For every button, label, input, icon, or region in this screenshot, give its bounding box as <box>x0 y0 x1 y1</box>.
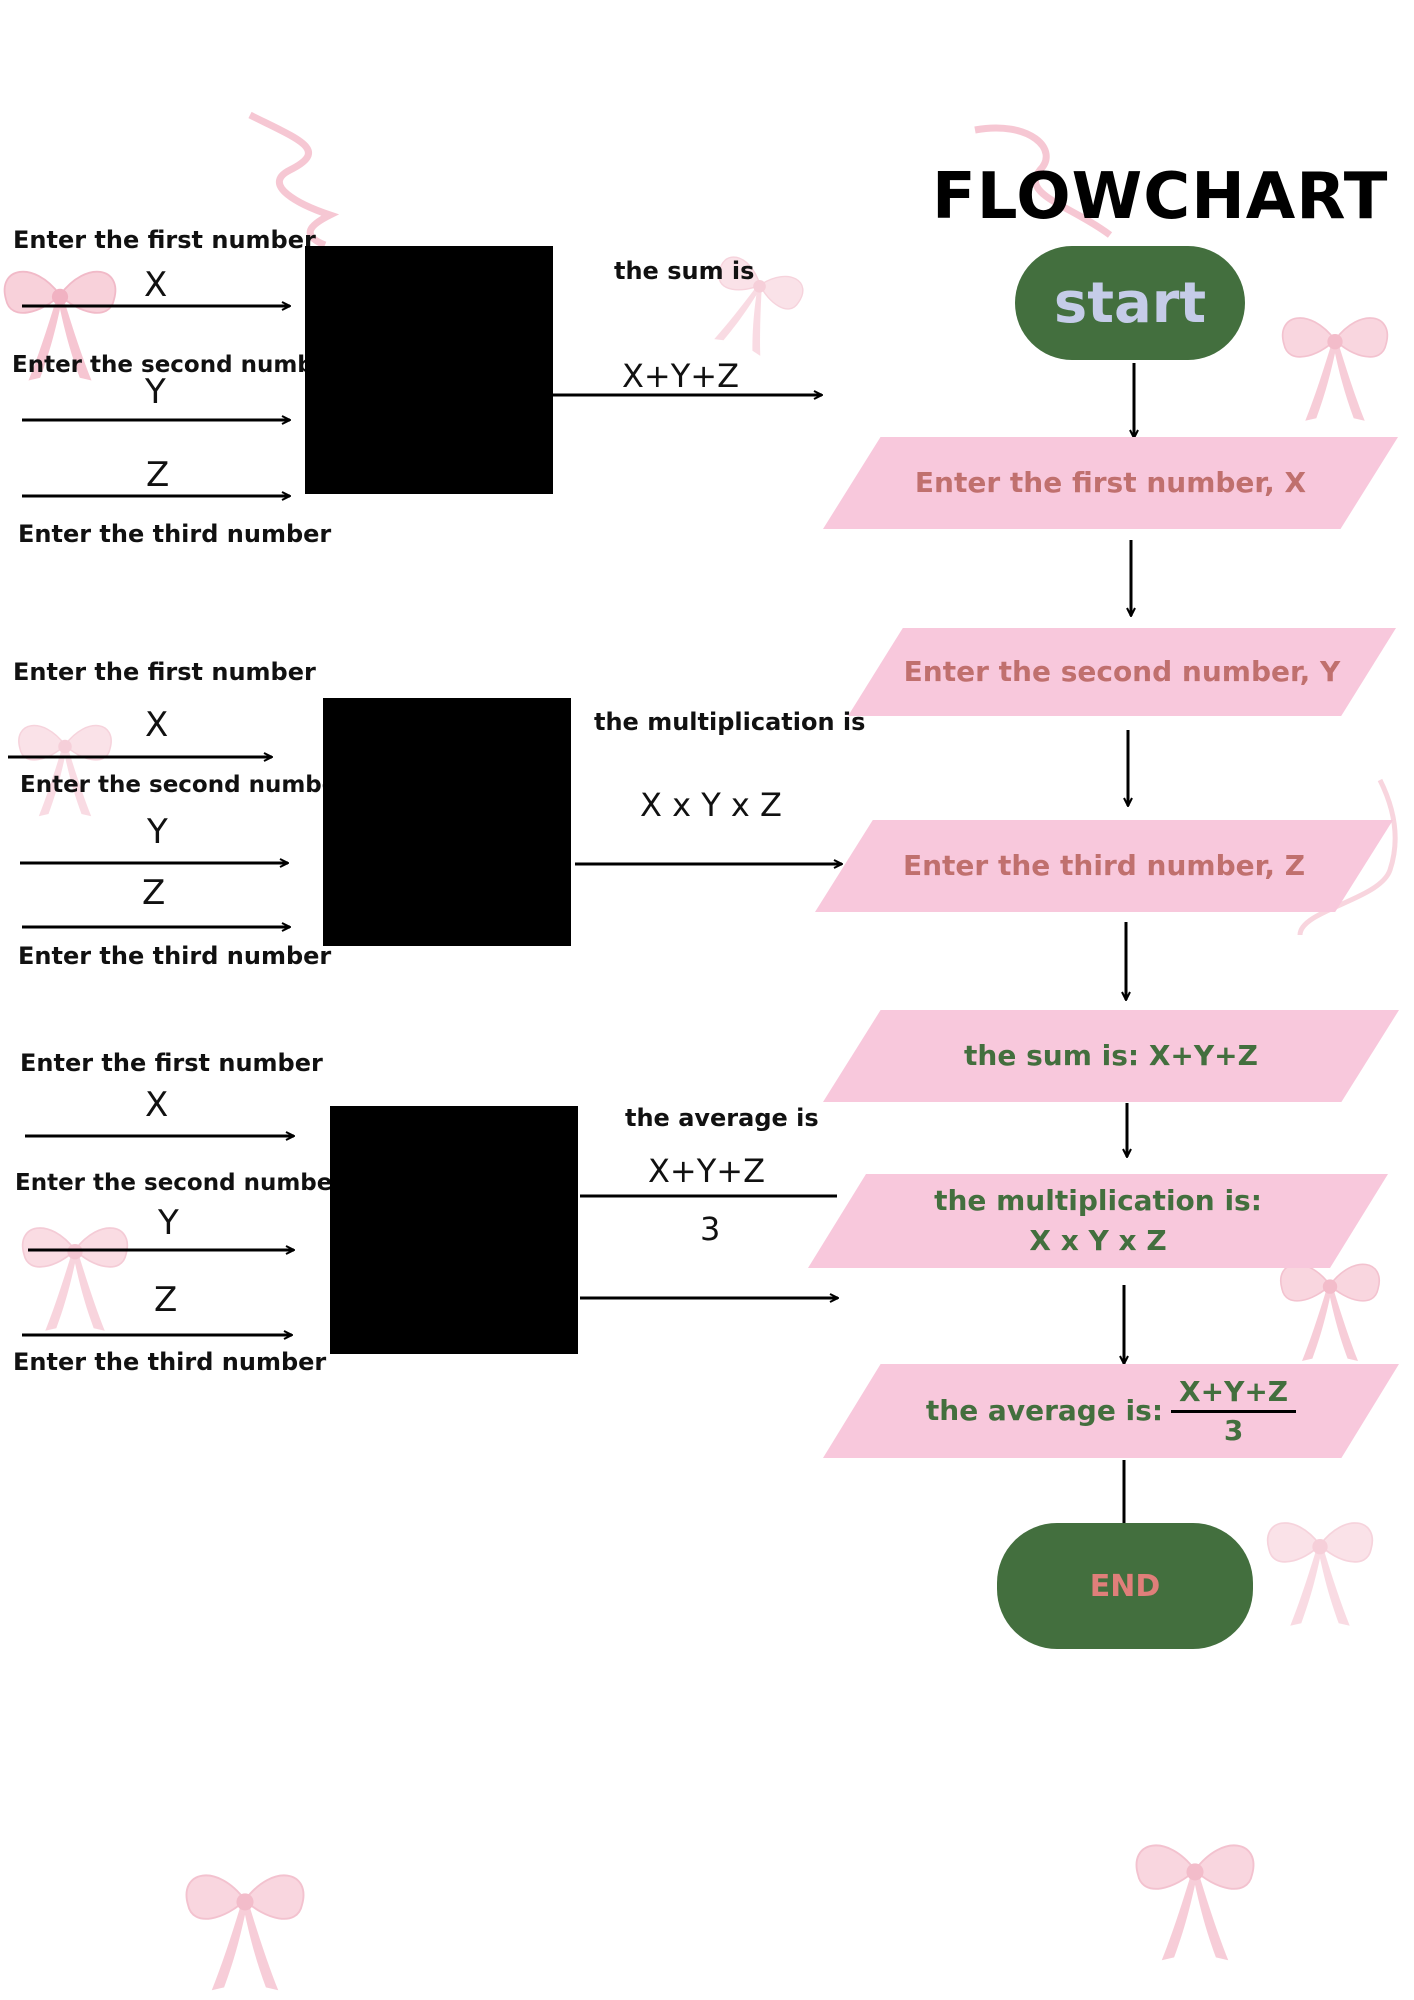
output-denominator: 3 <box>700 1210 721 1248</box>
output-step-multiplication-value: X x Y x Z <box>1029 1224 1167 1257</box>
bow-ribbon-icon <box>21 1227 129 1332</box>
variable-z: Z <box>142 873 166 913</box>
process-box-sum <box>305 246 553 494</box>
ribbon-decoration <box>974 124 1113 238</box>
output-step-sum: the sum is: X+Y+Z <box>823 1010 1399 1102</box>
output-step-average: the average is: X+Y+Z 3 <box>823 1364 1399 1458</box>
output-value-multiplication: X x Y x Z <box>640 786 782 824</box>
input-label-third: Enter the third number <box>18 520 332 548</box>
input-label-second: Enter the second number <box>12 352 341 378</box>
ribbon-decoration <box>1297 778 1398 936</box>
bow-ribbon-icon <box>1266 1522 1374 1627</box>
bow-ribbon-icon <box>185 1874 305 1992</box>
variable-x: X <box>145 1085 169 1125</box>
bow-ribbon-icon <box>1279 1263 1381 1362</box>
output-numerator: X+Y+Z <box>648 1152 766 1190</box>
variable-z: Z <box>154 1280 178 1320</box>
page-title: FLOWCHART <box>932 160 1389 234</box>
input-label-first: Enter the first number <box>13 226 316 254</box>
variable-x: X <box>144 265 168 305</box>
output-step-average-label: the average is: <box>925 1394 1164 1427</box>
variable-y: Y <box>145 372 166 412</box>
input-label-third: Enter the third number <box>18 942 332 970</box>
ribbon-decoration <box>248 111 340 249</box>
variable-z: Z <box>146 455 170 495</box>
variable-y: Y <box>147 812 168 852</box>
output-step-multiplication-label: the multiplication is: <box>934 1184 1262 1217</box>
input-step-first: Enter the first number, X <box>823 437 1398 529</box>
output-label-sum: the sum is <box>614 257 755 285</box>
input-label-second: Enter the second number <box>20 772 349 798</box>
output-label-average: the average is <box>625 1104 819 1132</box>
output-step-multiplication: the multiplication is: X x Y x Z <box>808 1174 1388 1268</box>
input-label-first: Enter the first number <box>20 1049 323 1077</box>
average-denominator: 3 <box>1223 1413 1244 1447</box>
input-step-third: Enter the third number, Z <box>815 820 1393 912</box>
output-label-multiplication: the multiplication is <box>594 708 866 736</box>
bow-ribbon-icon <box>18 724 112 817</box>
end-terminal: END <box>997 1523 1253 1649</box>
process-box-multiplication <box>323 698 571 946</box>
input-label-second: Enter the second number <box>15 1170 344 1196</box>
variable-y: Y <box>158 1203 179 1243</box>
input-step-second: Enter the second number, Y <box>848 628 1396 716</box>
average-fraction: X+Y+Z 3 <box>1171 1374 1297 1449</box>
bow-ribbon-icon <box>1135 1844 1255 1962</box>
output-value-sum: X+Y+Z <box>622 357 740 395</box>
average-numerator: X+Y+Z <box>1171 1374 1297 1413</box>
bow-ribbon-icon <box>1281 317 1389 422</box>
start-terminal: start <box>1015 246 1245 360</box>
process-box-average <box>330 1106 578 1354</box>
input-label-third: Enter the third number <box>13 1348 327 1376</box>
input-label-first: Enter the first number <box>13 658 316 686</box>
variable-x: X <box>145 705 169 745</box>
